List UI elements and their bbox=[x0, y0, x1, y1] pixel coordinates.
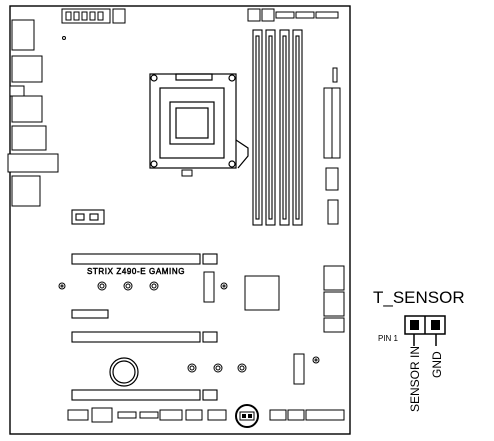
pin-label-sensor-in: SENSOR IN bbox=[408, 346, 422, 412]
pin1-label: PIN 1 bbox=[378, 334, 399, 343]
cmos-battery bbox=[109, 357, 139, 387]
atx-power-connector bbox=[323, 67, 341, 159]
top-right-headers bbox=[247, 8, 339, 22]
top-power-connector bbox=[61, 8, 126, 24]
dimm-slots bbox=[252, 29, 303, 226]
chipset bbox=[244, 275, 280, 311]
tsensor-highlight-circle bbox=[235, 404, 259, 428]
tsensor-header-on-board bbox=[235, 404, 259, 428]
pcie-slots bbox=[71, 209, 218, 401]
bottom-headers bbox=[67, 407, 345, 423]
cpu-socket bbox=[149, 73, 249, 169]
tsensor-pin-diagram bbox=[404, 315, 446, 346]
pin-1 bbox=[410, 320, 419, 330]
usb-header-right bbox=[325, 167, 339, 225]
cpu-fan-header bbox=[181, 169, 193, 177]
pin-label-gnd: GND bbox=[430, 351, 444, 378]
connector-title: T_SENSOR bbox=[373, 288, 465, 307]
board-model-label: STRIX Z490-E GAMING bbox=[87, 267, 185, 276]
pin-2 bbox=[431, 320, 440, 330]
right-edge-connectors bbox=[323, 265, 345, 333]
mounting-holes bbox=[58, 281, 320, 373]
m2-slots bbox=[203, 271, 305, 385]
rear-io-ports bbox=[7, 19, 66, 207]
